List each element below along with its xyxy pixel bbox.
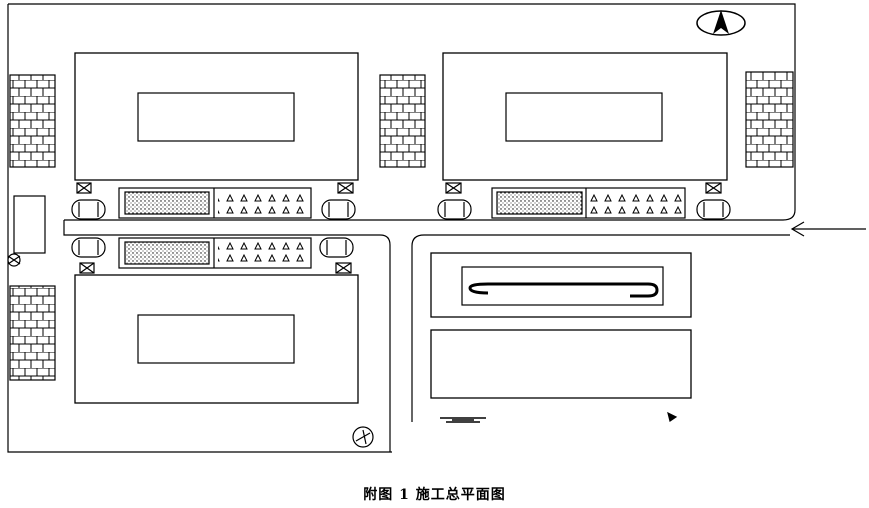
building-c xyxy=(74,274,359,404)
brick-stack xyxy=(9,71,794,381)
boxed-x-icon xyxy=(76,182,722,274)
material-yard xyxy=(118,187,686,269)
figure-caption: 附图 1 施工总平面图 xyxy=(363,487,506,503)
road xyxy=(63,209,796,452)
building-a xyxy=(74,52,359,181)
north-arrow-icon xyxy=(696,10,746,36)
site-boundary xyxy=(7,3,796,453)
site-office xyxy=(13,195,46,254)
processing-yard xyxy=(430,252,692,318)
storage-yard xyxy=(430,329,692,399)
tank-icon xyxy=(71,199,731,258)
crane-icon xyxy=(7,253,678,448)
gate-marker xyxy=(440,417,486,423)
building-b xyxy=(442,52,728,181)
left-arrow-icon xyxy=(790,221,866,237)
